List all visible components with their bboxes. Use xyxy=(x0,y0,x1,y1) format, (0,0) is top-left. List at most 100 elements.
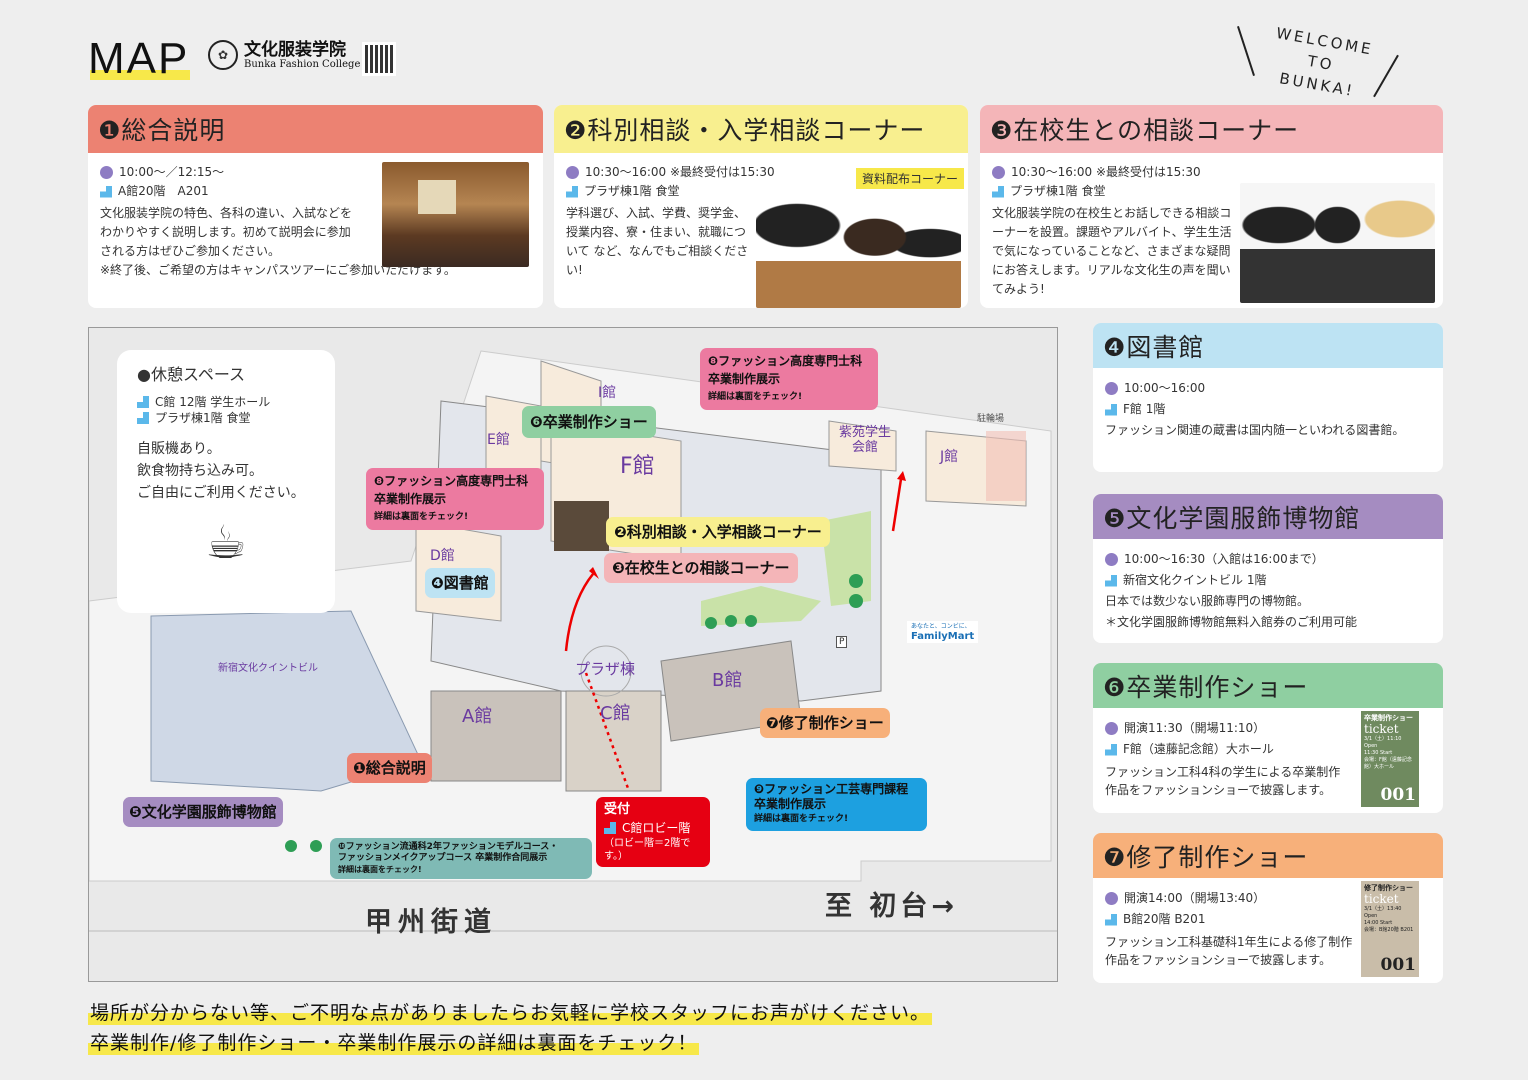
location-icon xyxy=(137,396,149,408)
ticket-date: 3/1（土）11:10 Open xyxy=(1364,736,1402,749)
material-corner-tag: 資料配布コーナー xyxy=(856,168,965,189)
callout-6[interactable]: ❻卒業制作ショー xyxy=(522,406,656,438)
rest-desc: 飲食物持ち込み可。 xyxy=(137,463,263,479)
ticket-title: 卒業制作ショー xyxy=(1364,714,1413,722)
welcome-line-left xyxy=(1237,25,1255,77)
school-emblem-icon: ✿ xyxy=(208,40,238,70)
card-title: ❷科別相談・入学相談コーナー xyxy=(554,105,968,153)
card-title: ❺文化学園服飾博物館 xyxy=(1093,494,1443,539)
card-place: A館20階 A201 xyxy=(118,184,209,198)
card-title: ❹図書館 xyxy=(1093,323,1443,368)
ticket-title: 修了制作ショー xyxy=(1364,884,1413,892)
callout-title: ❿ファッション流通科2年ファッションモデルコース・ xyxy=(338,842,559,852)
clock-icon xyxy=(1105,553,1118,566)
map-drawing xyxy=(89,350,1057,932)
location-icon xyxy=(1105,913,1117,926)
label-building-b: B館 xyxy=(712,670,743,691)
callout-4[interactable]: ❹図書館 xyxy=(425,568,495,598)
label-building-j: J館 xyxy=(940,449,959,465)
callout-2[interactable]: ❷科別相談・入学相談コーナー xyxy=(606,517,830,547)
card-library: ❹図書館 10:00〜16:00 F館 1階 ファッション関連の蔵書は国内随一と… xyxy=(1093,323,1443,472)
welcome-text: WELCOME TO BUNKA! xyxy=(1261,21,1381,105)
card-place: F館（遠藤記念館）大ホール xyxy=(1123,742,1274,756)
callout-3[interactable]: ❸在校生との相談コーナー xyxy=(604,553,798,583)
callout-9[interactable]: ❾ファッション工芸専門課程卒業制作展示詳細は裏面をチェック! xyxy=(746,778,927,831)
card-place: B館20階 B201 xyxy=(1123,912,1206,926)
card-place: プラザ棟1階 食堂 xyxy=(1010,184,1106,198)
plaza-circle xyxy=(580,645,632,697)
building-f-stairs xyxy=(554,501,609,551)
card-description: 文化服装学院の在校生とお話しできる相談コーナーを設置。課題やアルバイト、学生生活… xyxy=(992,206,1232,296)
route-arrow xyxy=(564,573,594,652)
reception-callout[interactable]: 受付 C館ロビー階 （ロビー階＝2階です。） xyxy=(596,797,710,867)
label-building-f: F館 xyxy=(620,454,655,479)
location-icon xyxy=(137,412,149,424)
callout-8-left[interactable]: ❽ファッション高度専門士科卒業制作展示詳細は裏面をチェック! xyxy=(366,468,544,530)
location-icon xyxy=(1105,574,1117,587)
ticket-image: 卒業制作ショー ticket 3/1（土）11:10 Open 11:30 St… xyxy=(1361,711,1419,807)
rest-place: プラザ棟1階 食堂 xyxy=(155,411,251,425)
callout-note: 詳細は裏面をチェック! xyxy=(374,512,469,522)
ticket-word: ticket xyxy=(1364,722,1399,736)
title-highlight xyxy=(90,70,190,80)
reception-place: C館ロビー階 xyxy=(622,821,691,835)
ticket-date: 3/1（土）13:40 Open xyxy=(1364,906,1402,919)
card-note: ※終了後、ご希望の方はキャンパスツアーにご参加いただけます。 xyxy=(100,263,456,277)
callout-8-top[interactable]: ❽ファッション高度専門士科卒業制作展示詳細は裏面をチェック! xyxy=(700,348,878,410)
ticket-image: 修了制作ショー ticket 3/1（土）13:40 Open 14:00 St… xyxy=(1361,881,1419,977)
clock-icon xyxy=(1105,722,1118,735)
rest-title: ●休憩スペース xyxy=(137,365,246,384)
card-general-briefing: ❶総合説明 10:00〜／12:15〜 A館20階 A201 文化服装学院の特色… xyxy=(88,105,543,308)
card-graduation-show: ❻卒業制作ショー 開演11:30（開場11:10） F館（遠藤記念館）大ホール … xyxy=(1093,663,1443,813)
card-description: 学科選び、入試、学費、奨学金、授業内容、寮・住まい、就職について など、なんでも… xyxy=(566,206,749,277)
card-time: 10:30〜16:00 ※最終受付は15:30 xyxy=(585,165,775,179)
label-bike-parking: 駐輪場 xyxy=(977,414,1005,424)
rest-place: C館 12階 学生ホール xyxy=(155,395,271,409)
callout-note: 詳細は裏面をチェック! xyxy=(708,392,803,402)
card-description: ファッション工科4科の学生による卒業制作作品をファッションショーで披露します。 xyxy=(1105,765,1341,797)
rest-space-panel: ●休憩スペース C館 12階 学生ホール プラザ棟1階 食堂 自販機あり。 飲食… xyxy=(117,350,335,613)
ticket-word: ticket xyxy=(1364,892,1399,906)
location-icon xyxy=(566,185,578,198)
consultation-photo xyxy=(756,190,961,308)
card-student-talk: ❸在校生との相談コーナー 10:30〜16:00 ※最終受付は15:30 プラザ… xyxy=(980,105,1443,308)
qr-code[interactable] xyxy=(362,42,396,76)
familymart-sign: あなたと、コンビに、 FamilyMart xyxy=(907,621,979,643)
direction-label: 至 初台→ xyxy=(825,891,959,922)
reception-title: 受付 xyxy=(604,802,631,817)
callout-7[interactable]: ❼修了制作ショー xyxy=(760,708,890,738)
callout-10[interactable]: ❿ファッション流通科2年ファッションモデルコース・ファッションメイクアップコース… xyxy=(330,838,592,879)
location-icon xyxy=(1105,743,1117,756)
clock-icon xyxy=(1105,382,1118,395)
footer-notice: 場所が分からない等、ご不明な点がありましたらお気軽に学校スタッフにお声がけくださ… xyxy=(88,998,933,1025)
label-building-i: I館 xyxy=(598,385,617,401)
ticket-venue: 会場：F館（遠藤記念館）大ホール xyxy=(1364,757,1412,770)
card-museum: ❺文化学園服飾博物館 10:00〜16:30（入館は16:00まで） 新宿文化ク… xyxy=(1093,494,1443,643)
familymart-tagline: あなたと、コンビに、 xyxy=(911,623,971,630)
card-description: ファッション工科基礎科1年生による修了制作作品をファッションショーで披露します。 xyxy=(1105,935,1353,967)
label-building-d: D館 xyxy=(430,548,455,564)
location-icon xyxy=(604,822,616,834)
callout-sub: 卒業制作展示 xyxy=(374,492,447,506)
callout-title: ❽ファッション高度専門士科 xyxy=(374,474,529,488)
lecture-hall-photo xyxy=(382,162,529,267)
label-quint: 新宿文化クイントビル xyxy=(218,663,318,674)
callout-title: ❽ファッション高度専門士科 xyxy=(708,354,863,368)
callout-sub: ファッションメイクアップコース 卒業制作合同展示 xyxy=(338,853,548,863)
callout-sub: 卒業制作展示 xyxy=(754,797,827,811)
school-name-en: Bunka Fashion College xyxy=(244,58,361,70)
card-title: ❸在校生との相談コーナー xyxy=(980,105,1443,153)
label-building-a: A館 xyxy=(462,706,493,727)
label-shion: 紫苑学生会館 xyxy=(838,425,891,455)
card-completion-show: ❼修了制作ショー 開演14:00（開場13:40） B館20階 B201 ファッ… xyxy=(1093,833,1443,983)
callout-sub: 卒業制作展示 xyxy=(708,372,781,386)
clock-icon xyxy=(1105,892,1118,905)
card-title: ❶総合説明 xyxy=(88,105,543,153)
callout-5[interactable]: ❺文化学園服飾博物館 xyxy=(123,797,283,827)
card-title: ❼修了制作ショー xyxy=(1093,833,1443,878)
street-label: 甲州街道 xyxy=(365,907,497,938)
callout-1[interactable]: ❶総合説明 xyxy=(347,753,432,783)
location-icon xyxy=(100,185,112,198)
building-c xyxy=(565,690,662,792)
label-building-e: E館 xyxy=(487,432,510,448)
